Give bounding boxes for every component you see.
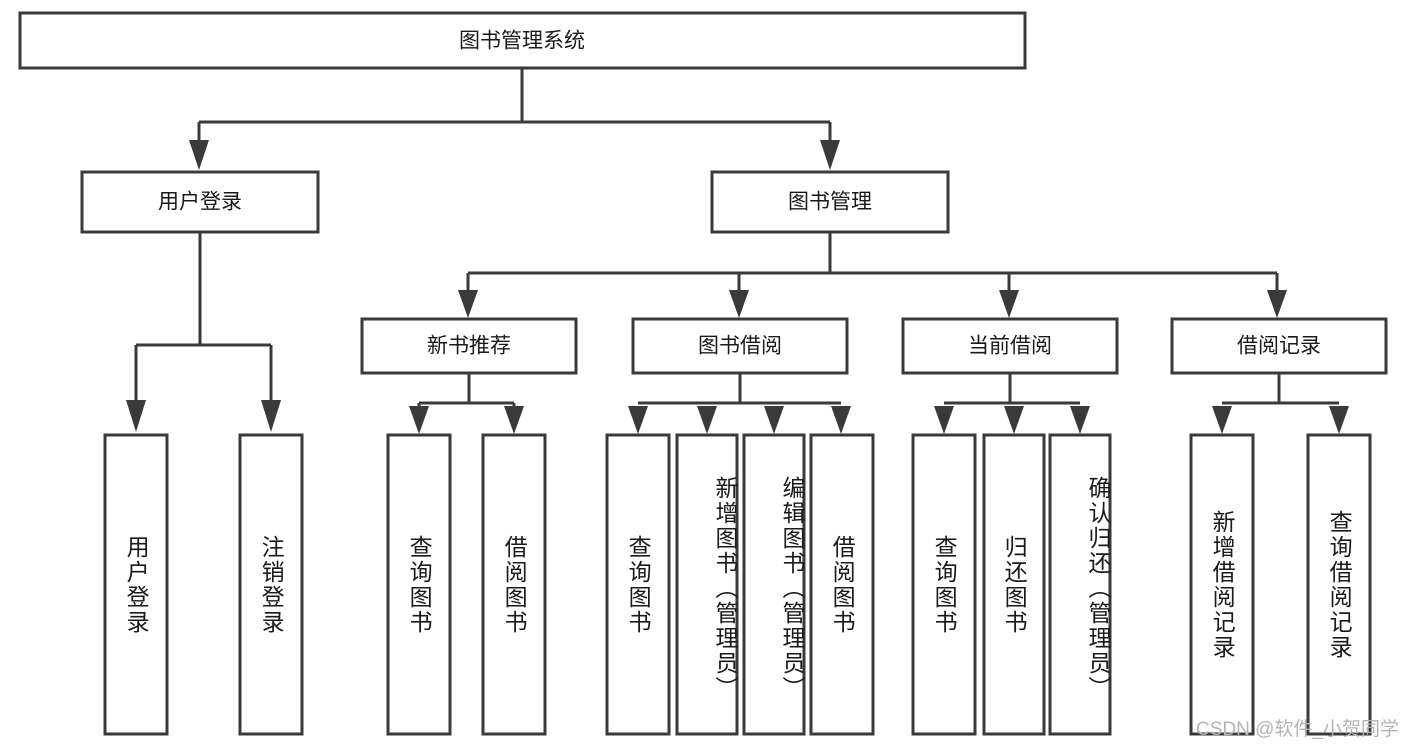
node-book-borrow[interactable]: 图书借阅 xyxy=(631,317,849,375)
arrowhead-nbr-1 xyxy=(504,406,524,434)
node-book-management-box[interactable] xyxy=(710,170,950,234)
node-current-borrow-box[interactable] xyxy=(901,317,1119,375)
arrowhead-bb-0 xyxy=(628,406,648,434)
node-root-label: 图书管理系统 xyxy=(459,30,585,53)
watermark-text: CSDN @软件_小贺同学 xyxy=(1196,719,1399,740)
arrowhead-l3-0 xyxy=(458,290,478,318)
leaf-box-cb-1[interactable] xyxy=(982,433,1046,736)
node-new-book-recommend-label: 新书推荐 xyxy=(427,335,511,358)
node-user-login-label: 用户登录 xyxy=(158,191,242,214)
arrowhead-bb-1 xyxy=(697,406,717,434)
node-current-borrow-label: 当前借阅 xyxy=(968,335,1052,358)
node-new-book-recommend[interactable]: 新书推荐 xyxy=(360,317,578,375)
node-book-management[interactable]: 图书管理 xyxy=(710,170,950,234)
arrowhead-l3-2 xyxy=(999,290,1019,318)
leaf-box-nbr-1[interactable] xyxy=(481,433,547,736)
leaf-box-bb-1[interactable] xyxy=(675,433,739,736)
leaf-box-bb-0[interactable] xyxy=(605,433,671,736)
arrowhead-cb-1 xyxy=(1004,406,1024,434)
arrowhead-br-0 xyxy=(1212,406,1232,434)
node-current-borrow[interactable]: 当前借阅 xyxy=(901,317,1119,375)
arrowhead-bb-2 xyxy=(764,406,784,434)
arrowhead-nbr-0 xyxy=(409,406,429,434)
leaf-box-cb-0[interactable] xyxy=(911,433,977,736)
arrowhead-cb-0 xyxy=(934,406,954,434)
arrowhead-book-mgmt xyxy=(820,140,840,170)
node-book-borrow-box[interactable] xyxy=(631,317,849,375)
leaf-box-br-1[interactable] xyxy=(1306,433,1372,736)
arrowhead-bb-3 xyxy=(831,406,851,434)
arrowhead-br-1 xyxy=(1329,406,1349,434)
arrowhead-leaf-ul-1 xyxy=(261,400,281,432)
leaf-box-bb-3[interactable] xyxy=(809,433,875,736)
node-borrow-record-label: 借阅记录 xyxy=(1237,335,1321,358)
leaf-box-user-login-0[interactable] xyxy=(103,433,169,736)
leaf-box-bb-2[interactable] xyxy=(742,433,806,736)
arrowhead-cb-2 xyxy=(1070,406,1090,434)
node-borrow-record[interactable]: 借阅记录 xyxy=(1170,317,1388,375)
node-root[interactable]: 图书管理系统 xyxy=(18,11,1027,70)
leaf-box-cb-2[interactable] xyxy=(1048,433,1112,736)
arrowhead-l3-3 xyxy=(1267,290,1287,318)
arrowhead-l3-1 xyxy=(729,290,749,318)
arrowhead-leaf-ul-0 xyxy=(126,400,146,432)
arrowhead-user-login xyxy=(189,140,209,170)
leaf-box-br-0[interactable] xyxy=(1189,433,1255,736)
leaf-box-user-login-1[interactable] xyxy=(238,433,304,736)
leaf-box-nbr-0[interactable] xyxy=(386,433,452,736)
node-book-management-label: 图书管理 xyxy=(788,191,872,214)
node-root-box[interactable] xyxy=(18,11,1027,70)
node-borrow-record-box[interactable] xyxy=(1170,317,1388,375)
node-new-book-recommend-box[interactable] xyxy=(360,317,578,375)
node-user-login[interactable]: 用户登录 xyxy=(80,170,320,234)
node-book-borrow-label: 图书借阅 xyxy=(698,335,782,358)
